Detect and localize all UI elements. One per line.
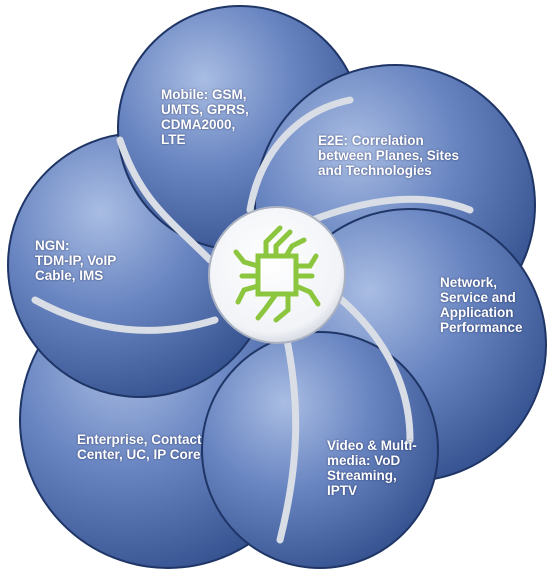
label-video-multimedia: Video & Multi- media: VoD Streaming, IPT… (327, 438, 417, 498)
label-network-performance: Network, Service and Application Perform… (440, 275, 523, 335)
label-e2e: E2E: Correlation between Planes, Sites a… (318, 133, 460, 178)
label-ngn: NGN: TDM-IP, VoIP Cable, IMS (35, 238, 117, 283)
green-chip-logo (233, 225, 321, 323)
swirl-separators (31, 96, 474, 544)
petal-video (201, 331, 439, 569)
label-enterprise: Enterprise, Contact Center, UC, IP Core (77, 432, 202, 462)
center-hub (208, 206, 346, 344)
label-mobile: Mobile: GSM, UMTS, GPRS, CDMA2000, LTE (161, 87, 249, 147)
